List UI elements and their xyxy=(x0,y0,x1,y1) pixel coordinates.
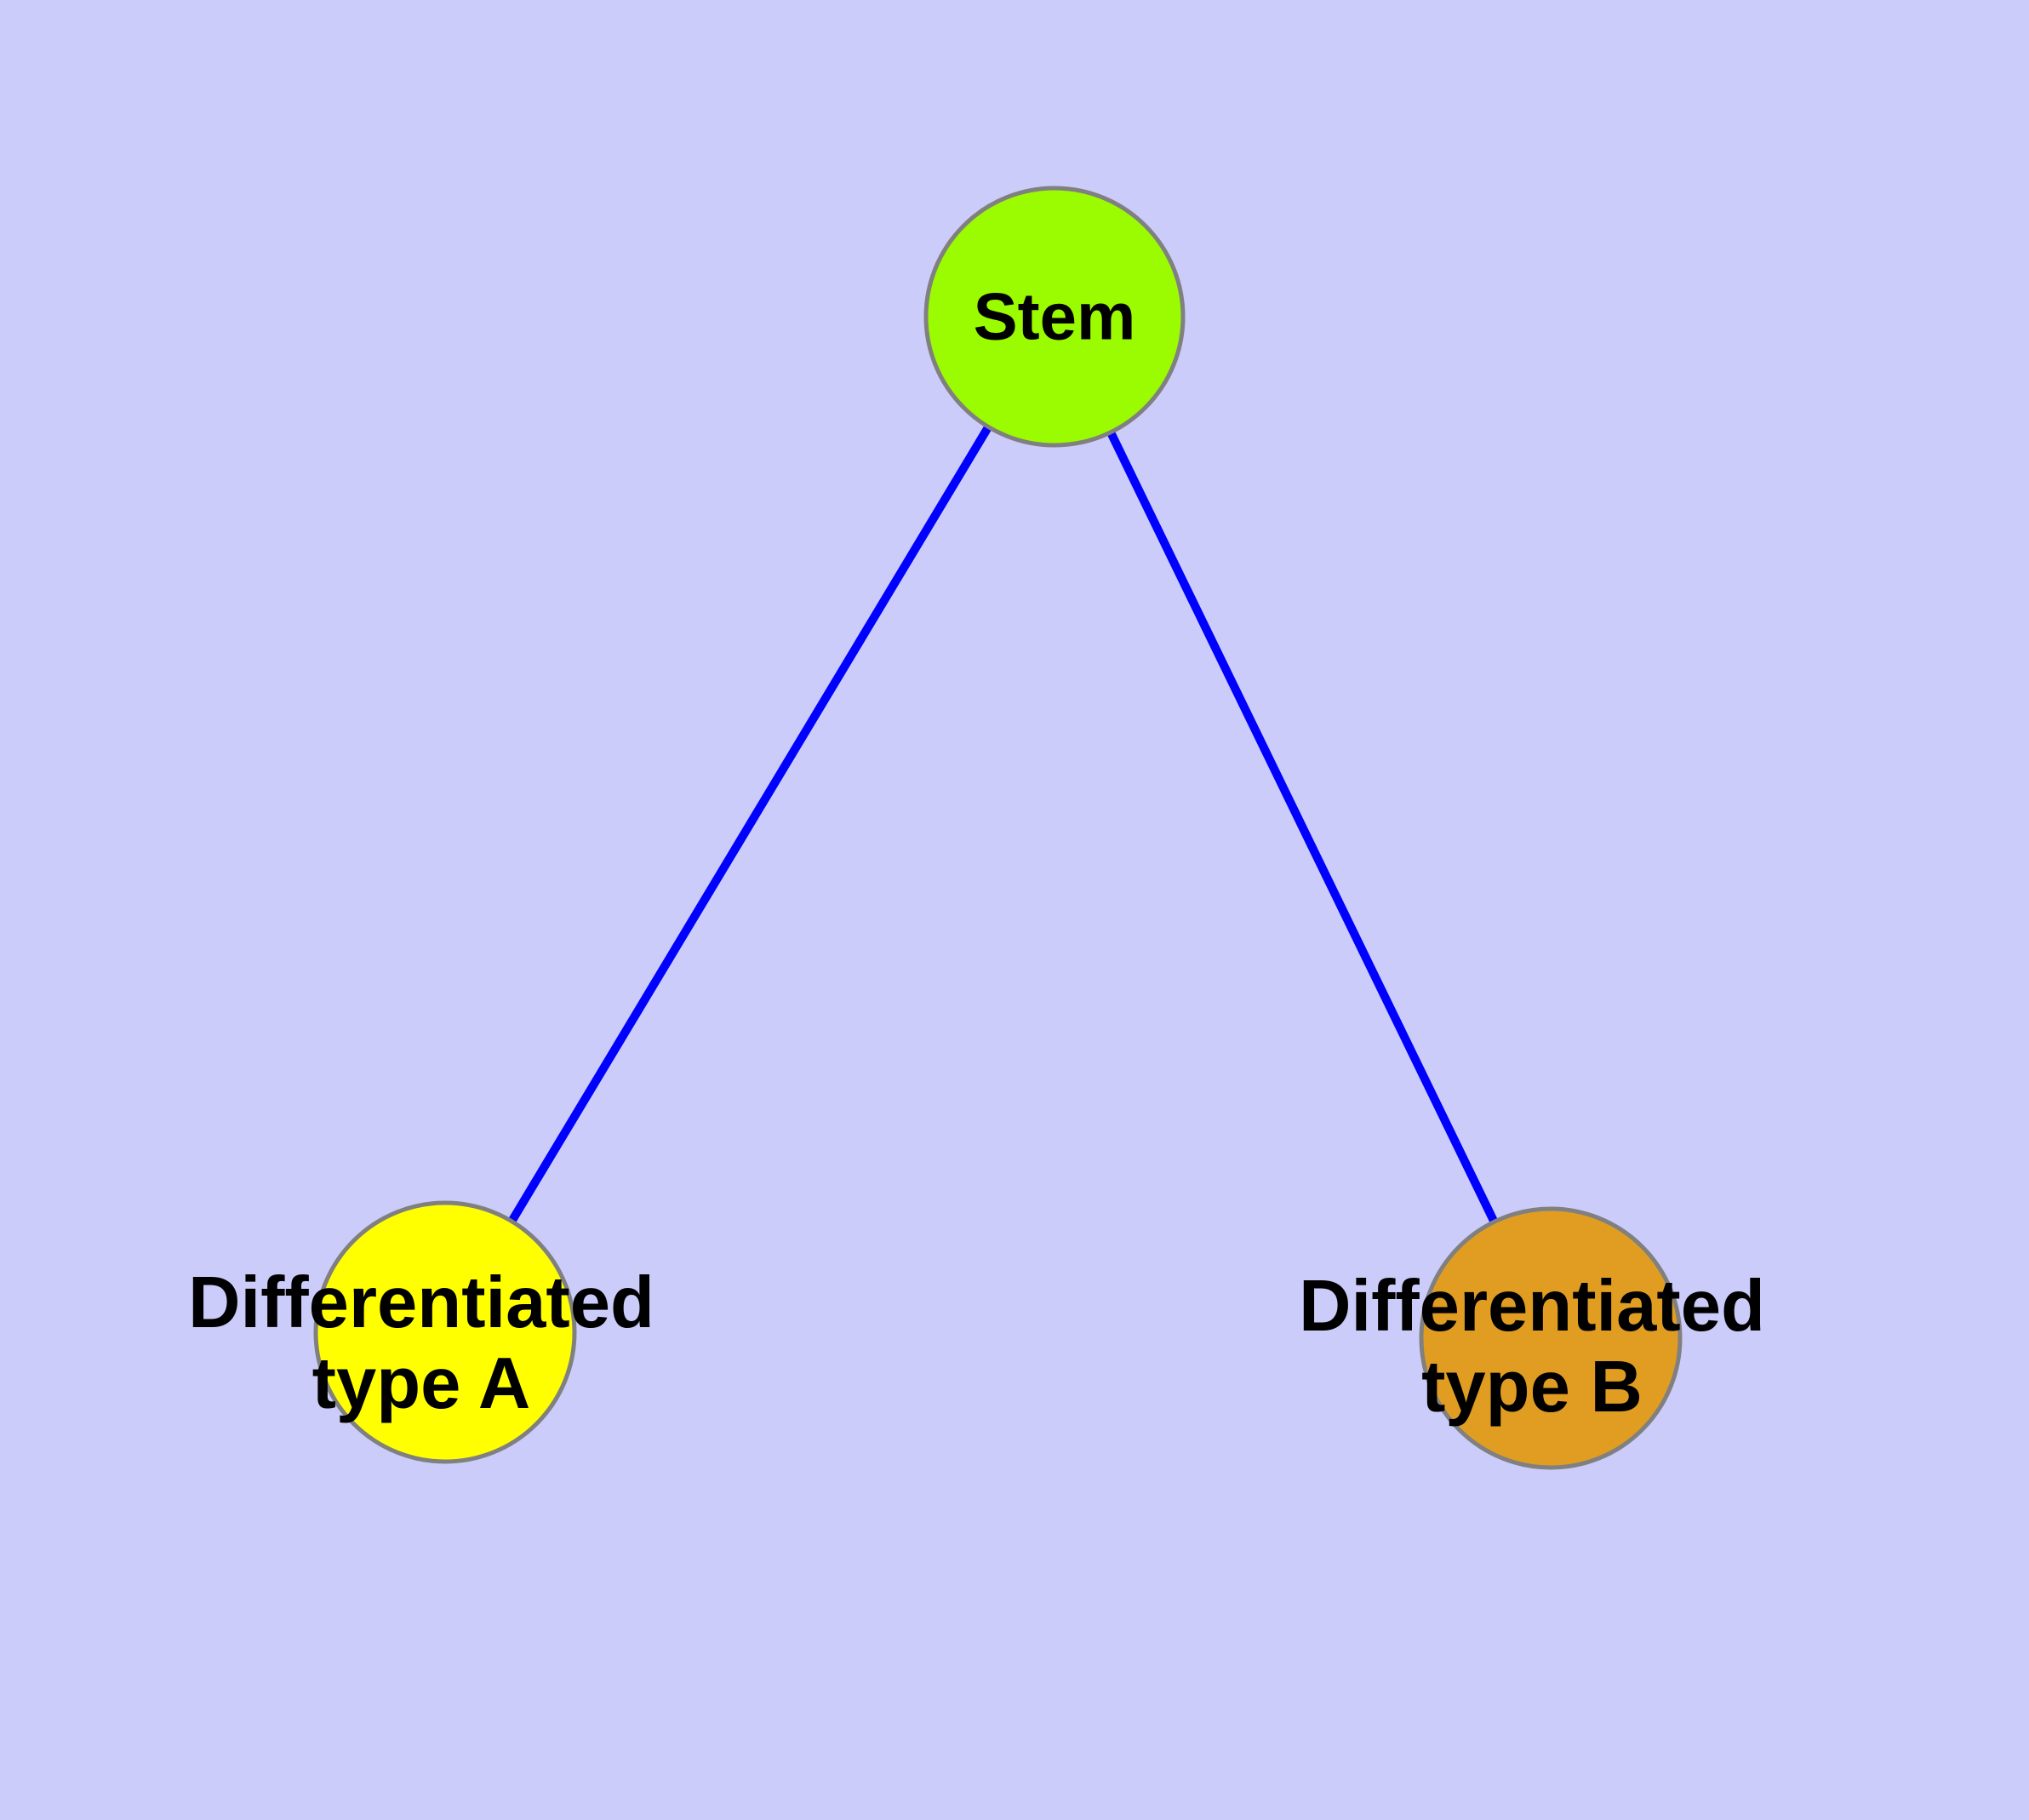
edges-group xyxy=(506,423,1499,1226)
edge-stem-to-differentiated-type-b[interactable] xyxy=(1106,428,1499,1226)
node-differentiated-type-b[interactable] xyxy=(1419,1206,1683,1470)
node-differentiated-type-a[interactable] xyxy=(313,1200,577,1464)
nodes-group xyxy=(313,186,1683,1470)
edge-stem-to-differentiated-type-a[interactable] xyxy=(506,423,993,1225)
node-stem[interactable] xyxy=(923,186,1186,448)
